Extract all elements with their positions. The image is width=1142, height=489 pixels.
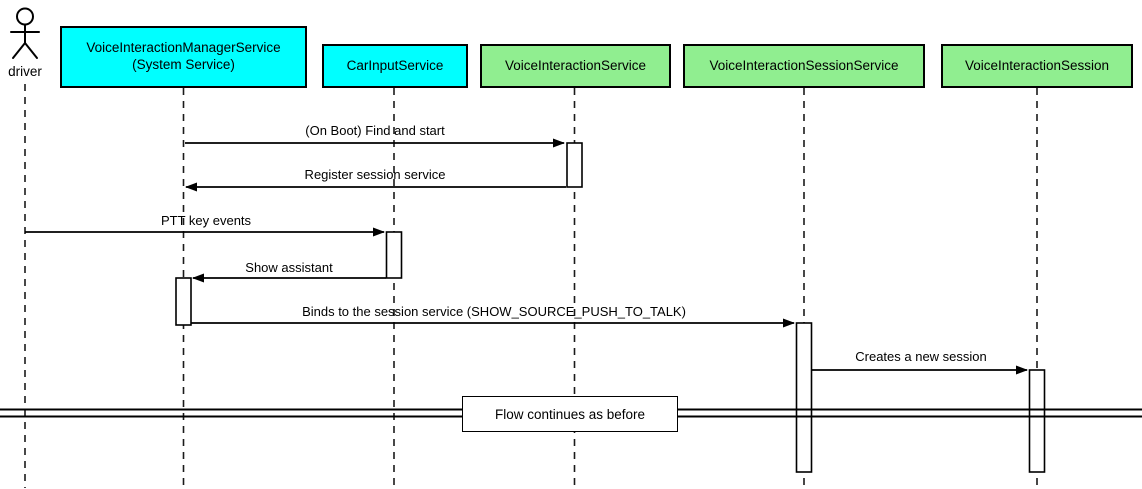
- participant-box-voice-interaction-session: VoiceInteractionSession: [941, 44, 1133, 88]
- message-label-binds-to-session-service: Binds to the session service (SHOW_SOURC…: [302, 304, 686, 319]
- activation-voice-interaction-manager-service: [175, 277, 192, 326]
- participant-label: VoiceInteractionSession: [964, 57, 1110, 73]
- activation-voice-interaction-service: [566, 142, 583, 188]
- participant-label: VoiceInteractionSessionService: [709, 57, 899, 73]
- activation-voice-interaction-session: [1028, 369, 1046, 473]
- message-label-find-and-start: (On Boot) Find and start: [305, 123, 445, 138]
- message-label-creates-new-session: Creates a new session: [855, 349, 987, 364]
- participant-label: VoiceInteractionService: [504, 57, 647, 73]
- actor-driver-icon: [10, 7, 40, 59]
- participant-box-voice-interaction-session-service: VoiceInteractionSessionService: [683, 44, 925, 88]
- participant-label: CarInputService: [346, 57, 444, 73]
- divider-label-box: Flow continues as before: [462, 396, 678, 432]
- participant-box-voice-interaction-service: VoiceInteractionService: [480, 44, 671, 88]
- message-label-show-assistant: Show assistant: [245, 260, 333, 275]
- participant-box-car-input-service: CarInputService: [322, 44, 468, 88]
- divider-label: Flow continues as before: [494, 406, 646, 422]
- participant-box-voice-interaction-manager-service: VoiceInteractionManagerService (System S…: [60, 26, 307, 88]
- message-label-register-session-service: Register session service: [304, 167, 446, 182]
- activation-car-input-service: [385, 231, 403, 279]
- message-label-ptt-key-events: PTT key events: [160, 213, 252, 228]
- activation-voice-interaction-session-service: [795, 322, 813, 473]
- actor-label: driver: [8, 64, 42, 79]
- participant-label-line2: (System Service): [132, 57, 235, 72]
- participant-label-line1: VoiceInteractionManagerService: [86, 40, 281, 56]
